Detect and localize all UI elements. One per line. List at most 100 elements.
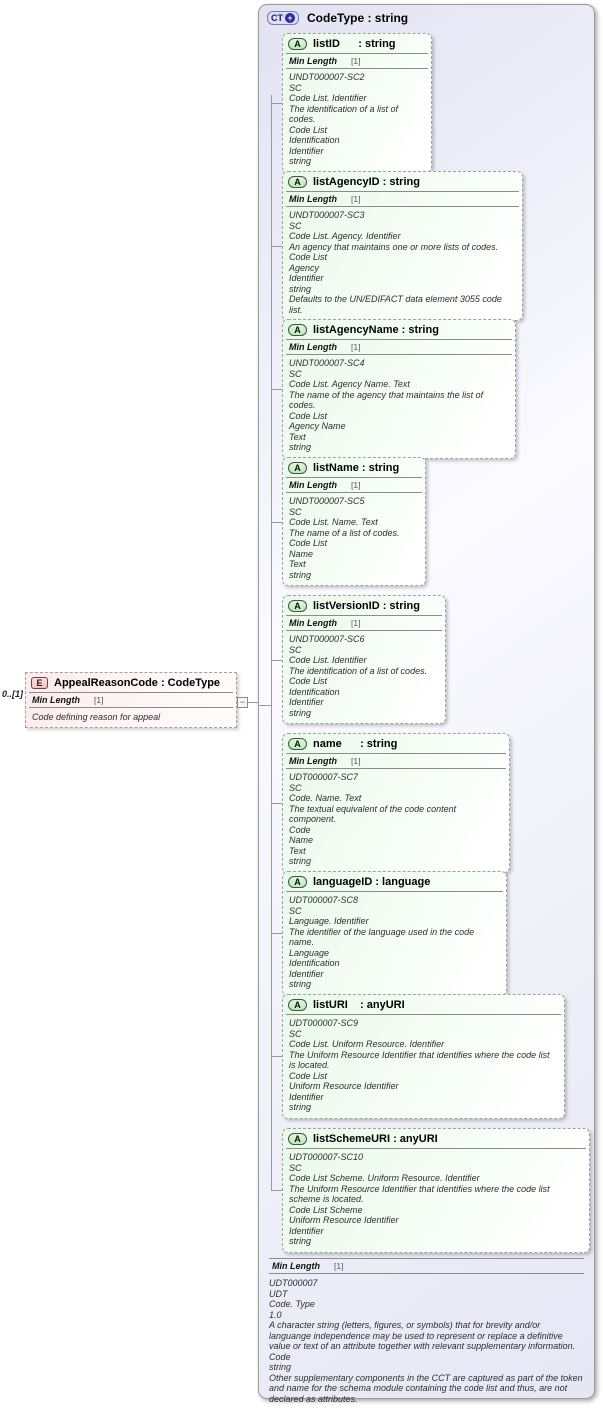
divider <box>286 768 506 769</box>
attribute-icon: A <box>288 876 307 888</box>
divider <box>286 53 428 54</box>
element-cardinality: 0..[1] <box>2 689 24 699</box>
divider <box>29 692 233 693</box>
attribute-icon: A <box>288 176 307 188</box>
divider <box>286 753 506 754</box>
facet-name: Min Length <box>289 56 337 66</box>
connector-stub <box>271 246 282 247</box>
attribute-title: listName : string <box>313 462 400 474</box>
facet-name: Min Length <box>289 342 337 352</box>
annotation-line: Code List. Agency Name. Text <box>289 379 410 389</box>
annotation-line: The identification of a list of codes. <box>289 103 399 125</box>
annotation-line: Name <box>289 835 314 845</box>
annotation-line: SC <box>289 368 302 379</box>
annotation-line: UDT000007-SC8 <box>289 895 359 905</box>
annotation-line: The textual equivalent of the code conte… <box>289 803 457 825</box>
attribute-box-listName[interactable]: A listName : string Min Length [1] UNDT0… <box>271 457 426 586</box>
element-title: AppealReasonCode : CodeType <box>54 677 221 689</box>
attribute-box-listVersionID[interactable]: A listVersionID : string Min Length [1] … <box>271 595 446 724</box>
annotation-line: Code. Type <box>269 1299 315 1309</box>
annotation-line: UNDT000007-SC2 <box>289 72 365 82</box>
connector-stub <box>271 1190 282 1192</box>
attribute-title: listID : string <box>313 38 396 50</box>
divider <box>286 68 428 69</box>
facet-row: Min Length [1] <box>283 479 425 491</box>
facet-row: Min Length [1] <box>283 193 522 205</box>
annotation-line: Code List Scheme <box>289 1204 363 1215</box>
attribute-box-name[interactable]: A name : string Min Length [1] UDT000007… <box>271 733 510 873</box>
annotation-line: string <box>289 979 312 989</box>
facet-row: Min Length [1] <box>283 341 515 353</box>
annotation-line: string <box>289 442 312 452</box>
collapse-toggle-icon[interactable]: − <box>237 697 248 708</box>
annotation-line: The identification of a list of codes. <box>289 665 428 676</box>
connector-stub <box>271 388 282 390</box>
attribute-icon: A <box>288 324 307 336</box>
connector-stub <box>271 102 282 104</box>
annotation-line: Identifier <box>289 145 324 156</box>
attribute-icon: A <box>288 1133 307 1145</box>
divider <box>286 630 442 631</box>
attribute-title: listVersionID : string <box>313 600 420 612</box>
divider <box>286 354 512 355</box>
annotation-line: Uniform Resource Identifier <box>289 1081 399 1091</box>
annotation-line: The identifier of the language used in t… <box>289 926 475 948</box>
annotation-line: Code <box>289 824 311 835</box>
annotation-line: Code List <box>289 1070 328 1081</box>
annotation-line: Agency Name <box>289 421 346 431</box>
annotation-line: string <box>289 856 312 866</box>
annotation-line: Identification <box>289 686 340 697</box>
annotation-line: The Uniform Resource Identifier that ide… <box>289 1049 550 1071</box>
annotation-line: UDT000007-SC9 <box>289 1018 359 1028</box>
annotation-line: Text <box>289 845 306 856</box>
annotation-line: Code List. Uniform Resource. Identifier <box>289 1039 445 1049</box>
annotation-line: Name <box>289 548 314 559</box>
divider <box>286 1148 586 1149</box>
attribute-box-listAgencyID[interactable]: A listAgencyID : string Min Length [1] U… <box>271 171 523 321</box>
annotation-line: Agency <box>289 262 320 273</box>
annotation-line: Code List <box>289 252 328 262</box>
annotation-line: Code List <box>289 124 328 135</box>
annotation-line: Code List <box>289 676 328 686</box>
facet-name: Min Length <box>289 194 337 204</box>
facet-name: Min Length <box>32 695 80 705</box>
facet-name: Min Length <box>289 756 337 766</box>
annotation-line: Text <box>289 431 306 442</box>
complex-type-title: CodeType : string <box>307 11 409 25</box>
facet-name: Min Length <box>289 480 337 490</box>
attribute-icon: A <box>288 600 307 612</box>
annotation-line: Language <box>289 947 330 958</box>
annotation-line: Identifier <box>289 968 324 979</box>
annotation-line: Language. Identifier <box>289 916 369 926</box>
attribute-icon: A <box>288 738 307 750</box>
attribute-spine <box>271 95 272 1191</box>
annotation-line: SC <box>289 1162 302 1173</box>
annotation-line: UNDT000007-SC6 <box>289 634 365 644</box>
annotation-line: string <box>289 1102 312 1112</box>
complex-type-box-CodeType[interactable]: CT + CodeType : string A listID : string… <box>258 4 595 1404</box>
facet-value: [1] <box>351 56 361 66</box>
facet-name: Min Length <box>272 1261 320 1271</box>
facet-value: [1] <box>351 194 361 204</box>
attribute-box-listAgencyName[interactable]: A listAgencyName : string Min Length [1]… <box>271 319 516 459</box>
attribute-icon: A <box>288 999 307 1011</box>
attribute-title: name : string <box>313 738 398 750</box>
inner-connector-line <box>259 705 272 706</box>
facet-value: [1] <box>351 756 361 766</box>
annotation-line: Code List. Agency. Identifier <box>289 231 401 241</box>
element-box-AppealReasonCode[interactable]: E AppealReasonCode : CodeType Min Length… <box>25 672 237 728</box>
annotation-line: string <box>289 707 312 718</box>
ct-badge-label: CT <box>271 13 283 23</box>
annotation-line: UDT <box>269 1288 288 1299</box>
annotation-line: Code <box>269 1351 291 1362</box>
connector-stub <box>271 521 282 523</box>
facet-row: Min Length [1] <box>283 617 445 629</box>
attribute-box-listID[interactable]: A listID : string Min Length [1] UNDT000… <box>271 33 432 173</box>
facet-name: Min Length <box>289 618 337 628</box>
divider <box>286 891 503 892</box>
